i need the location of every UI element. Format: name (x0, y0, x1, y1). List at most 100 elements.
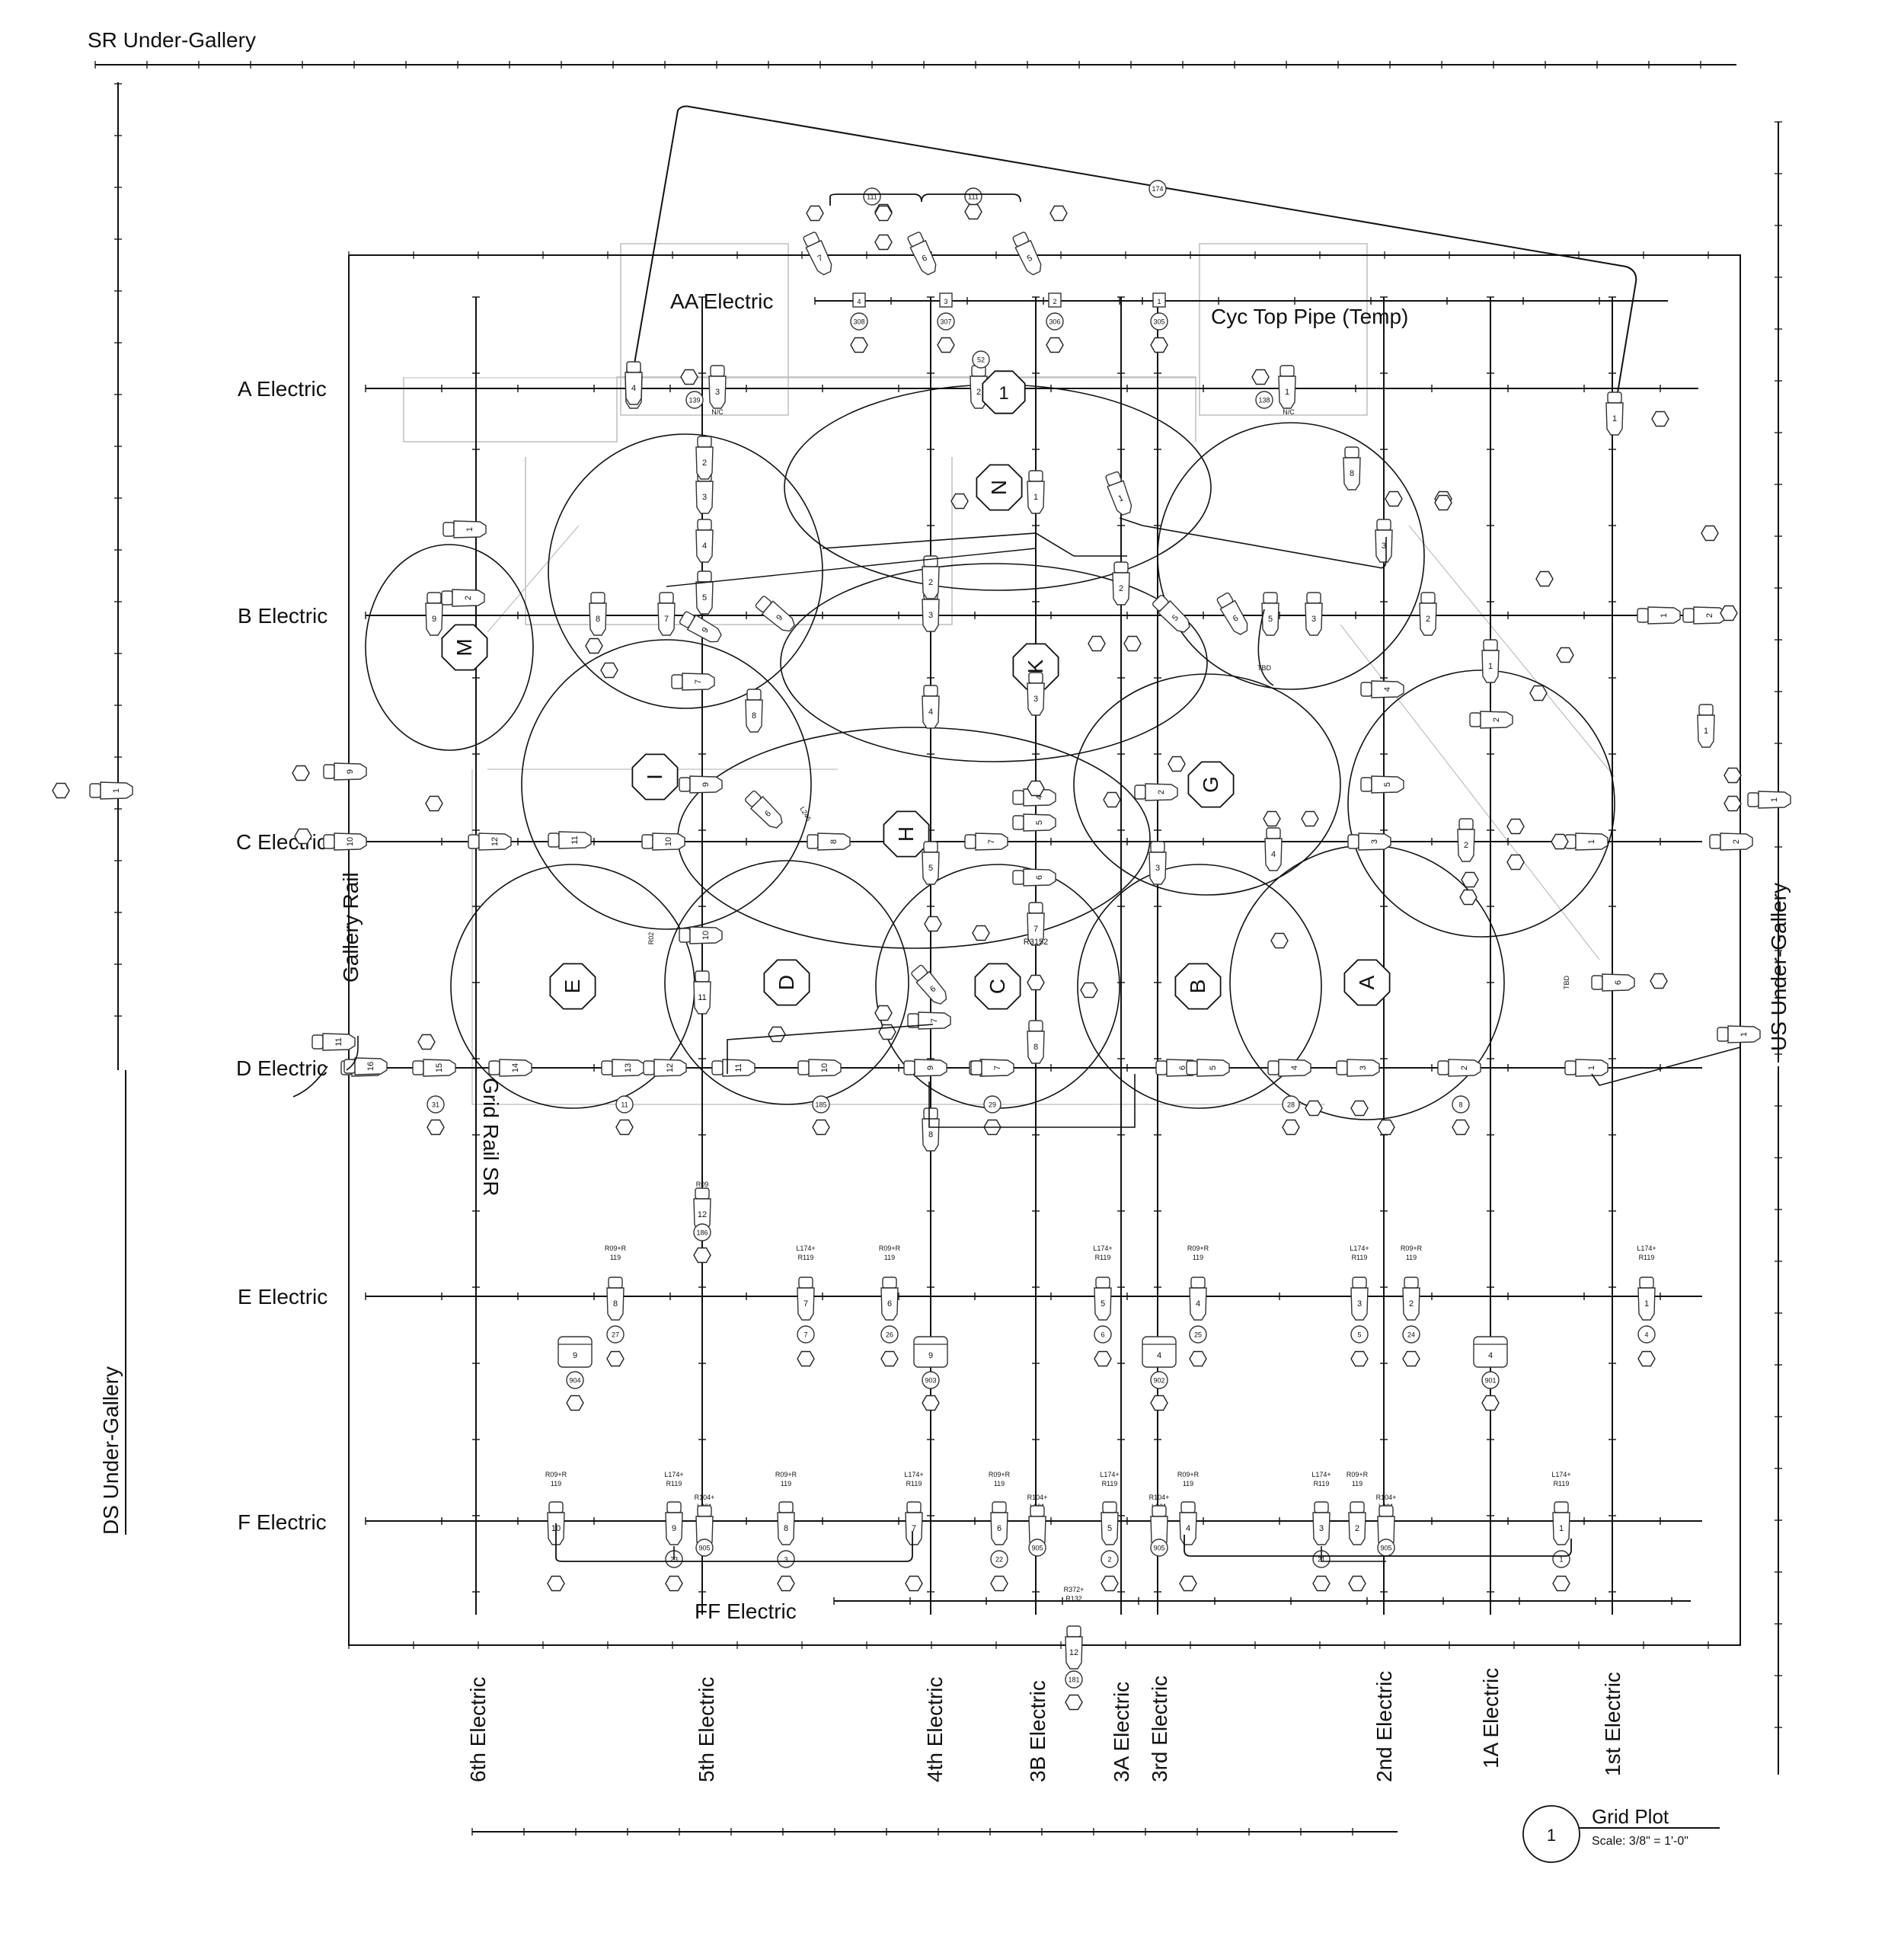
unit-number: 3 (715, 388, 720, 397)
hexagon-marker (1551, 833, 1569, 850)
cyc-top-pipe-label: Cyc Top Pipe (Temp) (1211, 305, 1408, 328)
lighting-instrument: 5 (1012, 813, 1056, 832)
instrument-body (354, 1057, 388, 1075)
area-n-label: N (987, 480, 1011, 495)
color-label: R119 (1314, 1480, 1330, 1487)
hexagon-marker (1094, 1350, 1112, 1367)
lighting-instrument: 5 (1012, 232, 1042, 276)
lighting-instrument: 10 (323, 832, 367, 851)
lighting-instrument: 1 (442, 520, 487, 538)
lighting-instrument: 6 (911, 964, 947, 1005)
circuit-marker (1481, 1371, 1500, 1389)
area-c-octagon (974, 963, 1021, 1010)
instrument-body (695, 529, 714, 563)
circuit-number: 905 (698, 1545, 710, 1552)
lighting-instrument: 5 (1261, 592, 1279, 636)
instrument-yoke (923, 841, 938, 853)
instrument-yoke (1030, 1505, 1045, 1517)
lighting-instrument: 6 (990, 1501, 1008, 1545)
instrument-body (797, 1287, 815, 1321)
unit-number: 7 (993, 1066, 1002, 1070)
d-electric-label: D Electric (236, 1056, 327, 1080)
circuit-number: 5 (1357, 1331, 1361, 1339)
instrument-yoke (1554, 1501, 1569, 1513)
circuit-marker (606, 1325, 625, 1344)
unit-number: 9 (926, 1066, 935, 1070)
lighting-instrument: 11 (693, 970, 711, 1015)
lighting-instrument: 3 (1305, 592, 1323, 636)
lighting-instrument: 9 (425, 592, 443, 636)
3rd-electric-label: 3rd Electric (1148, 1676, 1171, 1782)
instrument-body (1101, 1512, 1119, 1545)
instrument-yoke (1483, 639, 1498, 651)
hexagon-marker (1651, 411, 1669, 427)
unit-number: 5 (928, 864, 933, 873)
unit-number: 1 (1770, 797, 1779, 802)
instrument-body (1637, 1287, 1656, 1321)
color-label: R09+R (1187, 1245, 1209, 1252)
lighting-instrument: 1 (1564, 1059, 1608, 1077)
unit-number: 1 (1488, 662, 1493, 671)
hexagon-marker (292, 765, 310, 781)
aa-unit-box (939, 292, 953, 308)
unit-number: 8 (928, 1130, 933, 1139)
unit-number: 3 (1155, 864, 1160, 873)
circuit-number: 11 (621, 1101, 628, 1109)
r3152-label: R3152 (1024, 938, 1048, 947)
instrument-body (1023, 868, 1056, 887)
instrument-yoke (601, 1060, 613, 1075)
area-m-label: M (452, 638, 476, 656)
instrument-body (914, 1059, 947, 1077)
instrument-body (558, 831, 592, 849)
instrument-yoke (1420, 592, 1436, 604)
lighting-instrument: 7 (1027, 902, 1045, 946)
area-i-octagon (631, 753, 679, 800)
unit-number: 4 (928, 708, 933, 717)
circuit-number: 8 (1458, 1101, 1462, 1109)
hexagon-marker (1459, 889, 1478, 906)
unit-number: 7 (912, 1524, 916, 1533)
circuit-marker (1094, 1325, 1112, 1344)
instrument-body (625, 372, 643, 405)
unit-number: 4 (1035, 795, 1044, 800)
instrument-body (1350, 1287, 1369, 1321)
instrument-yoke (1639, 1277, 1654, 1289)
instrument-body (452, 589, 485, 607)
area-a-octagon (1343, 959, 1391, 1006)
lighting-instrument: 1 (1564, 832, 1608, 851)
circuit-number: 111 (867, 193, 877, 201)
unit-number: 4 (631, 384, 636, 393)
instrument-yoke (1404, 1277, 1419, 1289)
circuit-marker (615, 1095, 634, 1114)
instrument-yoke (641, 834, 653, 849)
unit-number: 4 (1157, 1351, 1161, 1360)
color-label: 119 (610, 1254, 621, 1261)
color-label: 119 (1352, 1480, 1363, 1487)
unit-number: 5 (1035, 820, 1044, 825)
lighting-instrument: 10 (641, 832, 685, 851)
e-electric-label: E Electric (238, 1285, 327, 1309)
circuit-number: 138 (1258, 397, 1270, 404)
lighting-instrument: 9 (679, 611, 722, 643)
instrument-body (1312, 1512, 1331, 1545)
instrument-body (777, 1512, 795, 1545)
instrument-body (334, 762, 367, 781)
instrument-yoke (1113, 561, 1129, 574)
lighting-instrument: 4 (1189, 1277, 1207, 1321)
unit-number: 3 (1370, 839, 1379, 844)
5th-electric-label: 5th Electric (695, 1677, 718, 1783)
lighting-instrument: 4 (625, 361, 643, 405)
color-label: R104+ (1149, 1494, 1170, 1501)
color-label: 119 (884, 1254, 895, 1261)
area-marker-octagon (982, 370, 1026, 414)
hexagon-marker (1251, 369, 1270, 385)
circuit-marker (922, 1371, 940, 1389)
gallery-rail-label: Gallery Rail (339, 872, 363, 983)
unit-number: 8 (1350, 469, 1354, 478)
unit-number: 4 (1488, 1351, 1493, 1360)
area-i-label: I (643, 774, 666, 780)
circuit-marker (695, 1539, 714, 1557)
instrument-body (808, 1059, 842, 1077)
area-h-octagon (883, 810, 930, 858)
circuit-marker (1282, 1095, 1300, 1114)
